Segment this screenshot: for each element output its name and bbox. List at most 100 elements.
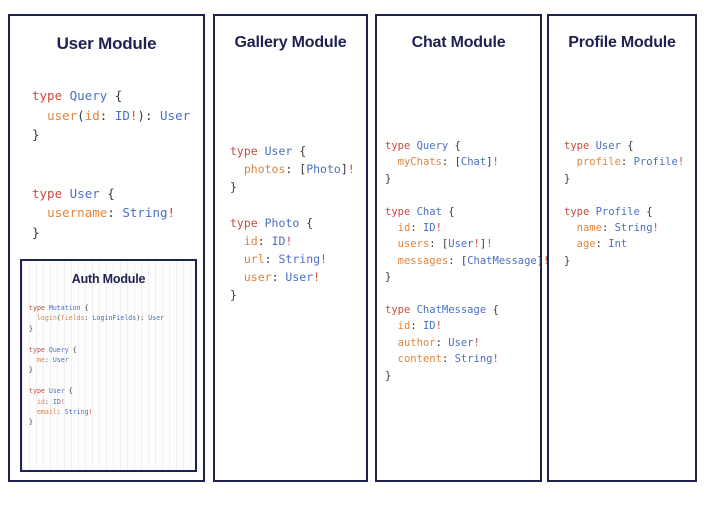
code-token: User [595, 140, 621, 152]
code-token [29, 398, 37, 406]
panel-title-gallery-module: Gallery Module [234, 34, 347, 51]
code-token: { [448, 140, 461, 152]
code-token: : [84, 314, 93, 323]
code-token: { [639, 205, 653, 218]
panel-profile-module[interactable]: Profile Module type User { profile: Prof… [547, 14, 697, 482]
code-token [564, 238, 577, 250]
code-token: ! [435, 320, 442, 333]
code-line: } [564, 253, 684, 269]
code-token: } [29, 418, 33, 427]
code-token: ] [340, 162, 348, 176]
code-token: ! [347, 162, 355, 176]
code-token: : [441, 353, 455, 366]
code-token: ! [167, 205, 176, 220]
code-token [385, 255, 398, 267]
code-token: : [144, 107, 161, 123]
code-line: username: String! [32, 203, 190, 223]
code-token: ! [320, 252, 327, 266]
panel-title-chat-module: Chat Module [411, 34, 506, 51]
code-token: : [285, 162, 300, 176]
code-token: String [64, 408, 89, 417]
panel-user-module[interactable]: User Module type Query { user(id: ID!): … [8, 14, 205, 482]
code-token: ! [313, 270, 321, 284]
code-token: : [56, 408, 65, 417]
code-token: Photo [306, 162, 341, 176]
code-token [29, 356, 37, 364]
code-token: ] [479, 238, 487, 251]
panel-title-profile-module: Profile Module [568, 34, 676, 51]
code-token: name [576, 222, 602, 235]
code-line: id: ID! [29, 397, 164, 407]
code-token: ! [652, 222, 659, 235]
code-token: : [595, 238, 609, 251]
code-token: } [385, 369, 392, 382]
code-token: login [36, 314, 57, 323]
code-token: User [448, 238, 474, 251]
code-token: String [278, 252, 321, 266]
code-token: } [29, 324, 33, 333]
code-line: url: String! [230, 250, 355, 268]
code-token: ! [677, 156, 685, 169]
code-line: id: ID! [385, 318, 549, 334]
code-token: { [441, 205, 455, 218]
code-token: [ [441, 238, 449, 251]
panel-chat-module[interactable]: Chat Module type Query { myChats: [Chat]… [375, 14, 549, 482]
code-line: login(fields: LoginFields): User [29, 313, 164, 323]
code-token: ID [422, 320, 436, 333]
code-token [385, 238, 398, 250]
code-token: { [99, 185, 115, 201]
code-token: ID [422, 222, 436, 235]
code-line: type Mutation { [29, 303, 164, 313]
code-token: : [44, 397, 53, 406]
code-token: User [285, 270, 314, 284]
code-block-user-module: type Query { user(id: ID!): User} type U… [32, 86, 190, 242]
code-token: id [84, 107, 100, 123]
code-token: Query [69, 88, 108, 103]
code-line: myChats: [Chat]! [385, 154, 549, 170]
code-token: myChats [397, 156, 442, 169]
code-token: [ [454, 156, 461, 169]
code-token: } [230, 180, 237, 194]
code-token: id [397, 320, 411, 333]
code-token [385, 337, 398, 349]
code-line: me: User [29, 355, 164, 365]
code-token: ) [137, 107, 145, 123]
code-token: : [601, 222, 615, 235]
code-token [230, 252, 244, 266]
code-line [230, 196, 355, 214]
code-token: Photo [264, 216, 300, 230]
panel-title-auth-module: Auth Module [71, 272, 146, 286]
code-line: type Query { [29, 345, 164, 355]
code-token: ! [492, 353, 499, 366]
code-token: User [69, 185, 100, 201]
code-line: } [29, 365, 164, 375]
code-token: email [36, 408, 57, 417]
code-token: ! [285, 234, 293, 248]
code-token: ChatMessage [416, 304, 487, 317]
code-block-gallery-module: type User { photos: [Photo]!} type Photo… [230, 142, 355, 304]
code-token: } [385, 271, 392, 284]
code-line [32, 164, 190, 184]
panel-gallery-module[interactable]: Gallery Module type User { photos: [Phot… [213, 14, 368, 482]
code-token: ID [52, 397, 61, 406]
code-line: type Query { [32, 86, 190, 106]
code-token: } [29, 366, 33, 375]
code-token: String [454, 353, 493, 366]
code-line: } [230, 286, 355, 304]
code-token: type [29, 345, 49, 354]
code-token [385, 222, 398, 234]
panel-auth-module[interactable]: Auth Module type Mutation { login(fields… [20, 259, 197, 472]
code-token: } [385, 172, 392, 185]
code-line: id: ID! [230, 232, 355, 250]
panel-title-user-module: User Module [56, 34, 157, 53]
code-token: messages [397, 254, 449, 267]
code-line: profile: Profile! [564, 154, 685, 170]
code-token: ) [136, 314, 141, 323]
code-token: User [48, 387, 65, 396]
code-token: : [107, 205, 123, 220]
code-token: { [107, 88, 123, 103]
code-token [230, 162, 244, 176]
code-token: : [620, 156, 634, 169]
code-token: : [271, 270, 286, 284]
code-line: type ChatMessage { [385, 302, 549, 318]
